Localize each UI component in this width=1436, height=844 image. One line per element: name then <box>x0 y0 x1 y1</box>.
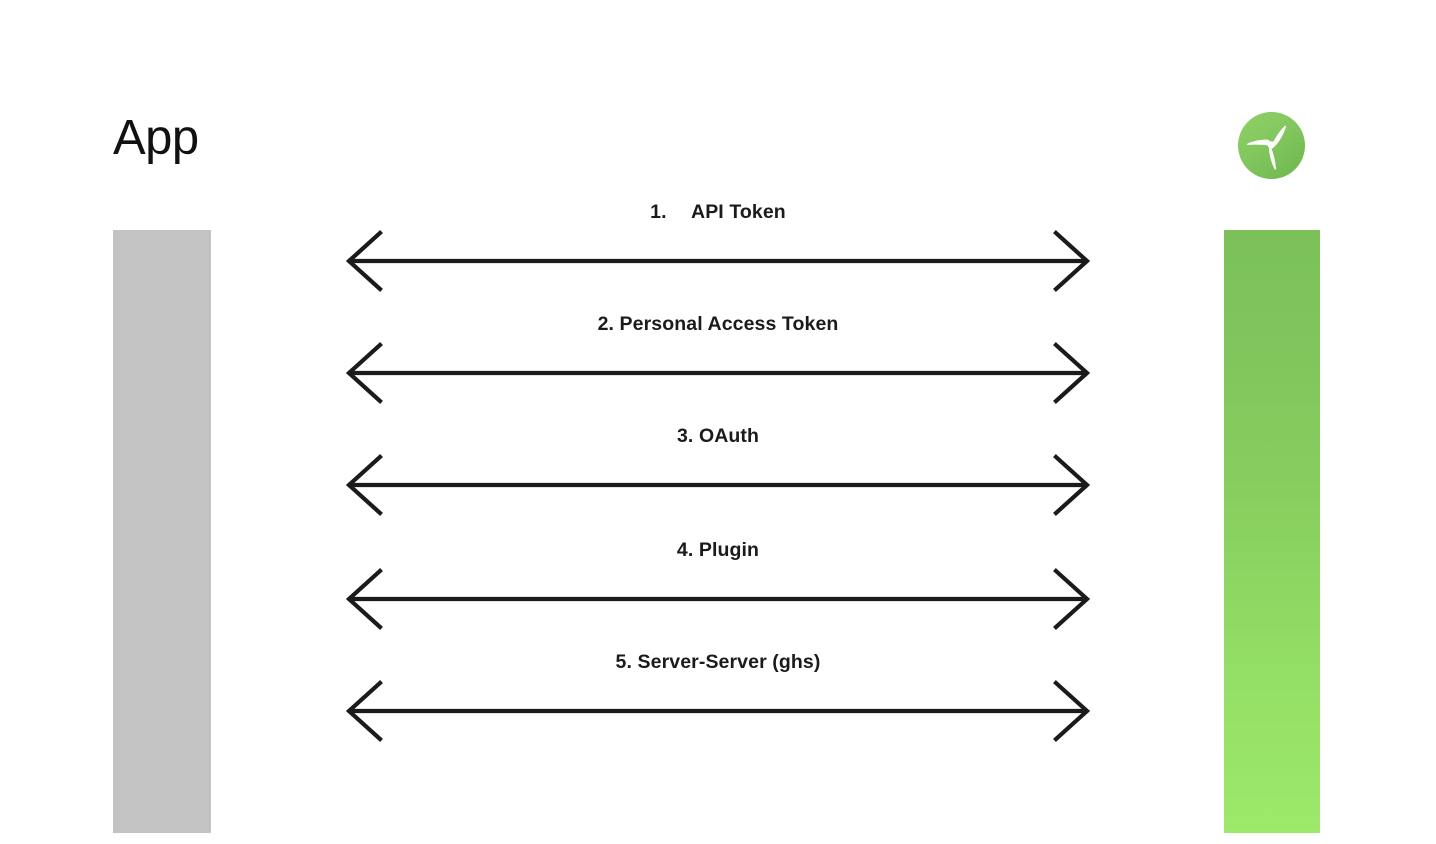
bidirectional-arrow-icon <box>340 230 1096 292</box>
bidirectional-arrow-icon <box>340 680 1096 742</box>
bidirectional-arrow-icon <box>340 342 1096 404</box>
left-actor-title: App <box>113 111 199 165</box>
message-row: 5. Server-Server (ghs) <box>340 650 1096 746</box>
right-actor-lifeline <box>1224 230 1320 833</box>
message-row: 4. Plugin <box>340 538 1096 634</box>
message-label: 5. Server-Server (ghs) <box>615 651 821 673</box>
propeller-logo-icon <box>1236 110 1307 181</box>
message-label: 2. Personal Access Token <box>597 313 839 335</box>
message-label: 3. OAuth <box>676 425 760 447</box>
message-row: 3. OAuth <box>340 424 1096 520</box>
message-label: 4. Plugin <box>676 539 760 561</box>
message-row: 1. API Token <box>340 200 1096 296</box>
bidirectional-arrow-icon <box>340 568 1096 630</box>
message-row: 2. Personal Access Token <box>340 312 1096 408</box>
left-actor-lifeline <box>113 230 211 833</box>
bidirectional-arrow-icon <box>340 454 1096 516</box>
message-label: 1. API Token <box>650 201 786 223</box>
